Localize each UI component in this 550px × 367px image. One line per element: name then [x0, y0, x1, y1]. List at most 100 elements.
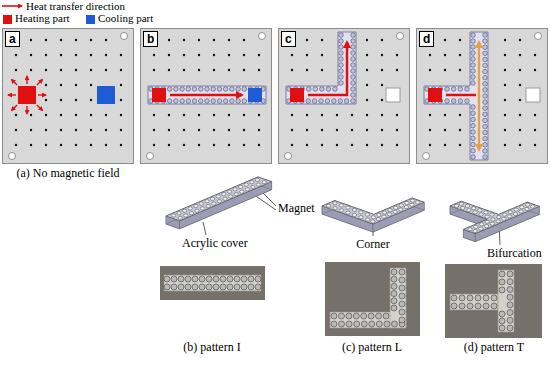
panel-ground [140, 28, 272, 164]
grid-dot [45, 69, 47, 71]
magnet [233, 188, 237, 191]
grid-dot [534, 69, 536, 71]
grid-dot [105, 144, 107, 146]
magnet [339, 204, 343, 207]
magnet [180, 87, 185, 92]
magnet [351, 81, 356, 86]
magnet [471, 148, 476, 153]
grid-dot [366, 54, 368, 56]
magnet [167, 99, 172, 104]
photo-magnet [241, 284, 247, 290]
grid-dot [459, 54, 461, 56]
grid-dot [381, 69, 383, 71]
magnet [200, 207, 204, 210]
grid-dot [45, 129, 47, 131]
photo-magnet [499, 311, 505, 317]
photo-magnet [346, 321, 352, 327]
grid-dot [429, 144, 431, 146]
magnet [251, 185, 255, 188]
heat-arrow [8, 94, 16, 95]
grid-dot [90, 39, 92, 41]
grid-dot [75, 84, 77, 86]
magnet [483, 143, 488, 148]
mount-hole [9, 153, 16, 160]
grid-dot [75, 99, 77, 101]
mount-hole [397, 33, 404, 40]
magnet [333, 207, 337, 210]
magnet [479, 213, 483, 216]
magnet [177, 212, 181, 215]
grid-dot [45, 54, 47, 56]
grid-dot [381, 84, 383, 86]
grid-dot [183, 69, 185, 71]
magnet [371, 216, 375, 219]
part-label: Magnet [278, 202, 315, 216]
magnet [465, 99, 470, 104]
magnet [333, 202, 337, 205]
magnet [359, 216, 363, 219]
photo-magnet [199, 276, 205, 282]
magnet [471, 117, 476, 122]
magnet [205, 87, 210, 92]
grid-dot [90, 84, 92, 86]
grid-dot [444, 144, 446, 146]
mount-hole [535, 33, 542, 40]
magnet [217, 200, 221, 203]
magnet [483, 33, 488, 38]
magnet [217, 87, 222, 92]
grid-dot [366, 84, 368, 86]
photo-magnet [368, 313, 374, 319]
magnet [352, 208, 356, 211]
magnet [359, 211, 363, 214]
grid-dot [534, 114, 536, 116]
grid-dot [381, 129, 383, 131]
magnet [467, 209, 471, 212]
grid-dot [60, 99, 62, 101]
photo-magnet [391, 305, 397, 311]
acrylic-cover [450, 201, 539, 233]
magnet [507, 215, 511, 218]
magnet [465, 204, 469, 207]
grid-dot [228, 114, 230, 116]
magnet [490, 213, 494, 216]
grid-dot [213, 144, 215, 146]
channel [286, 32, 356, 104]
grid-dot [45, 84, 47, 86]
acrylic-cover [166, 177, 272, 221]
magnet [483, 45, 488, 50]
photo-magnet [361, 313, 367, 319]
photo-magnet [483, 303, 489, 309]
grid-dot [306, 129, 308, 131]
grid-dot [90, 54, 92, 56]
grid-dot [444, 129, 446, 131]
photo-magnet [399, 277, 405, 283]
grid-dot [168, 54, 170, 56]
magnet [306, 99, 311, 104]
magnet [339, 57, 344, 62]
grid-dot [504, 84, 506, 86]
photo-magnet [241, 276, 247, 282]
magnet [339, 45, 344, 50]
magnet [351, 69, 356, 74]
grid-dot [75, 129, 77, 131]
magnet [227, 190, 231, 193]
photo-magnet [234, 284, 240, 290]
magnet [471, 136, 476, 141]
magnet [393, 210, 397, 213]
leader-line [203, 222, 206, 235]
grid-dot [228, 54, 230, 56]
grid-dot [198, 144, 200, 146]
photo-magnet [227, 284, 233, 290]
magnet [387, 213, 391, 216]
pattern-caption: (b) pattern I [183, 341, 240, 355]
part-label: Bifurcation [487, 247, 542, 261]
magnet [230, 99, 235, 104]
magnet [376, 217, 380, 220]
magnet [483, 75, 488, 80]
panel-ground [416, 28, 548, 164]
magnet [471, 63, 476, 68]
cooling-part [97, 86, 115, 104]
grid-dot [381, 114, 383, 116]
magnet [404, 206, 408, 209]
